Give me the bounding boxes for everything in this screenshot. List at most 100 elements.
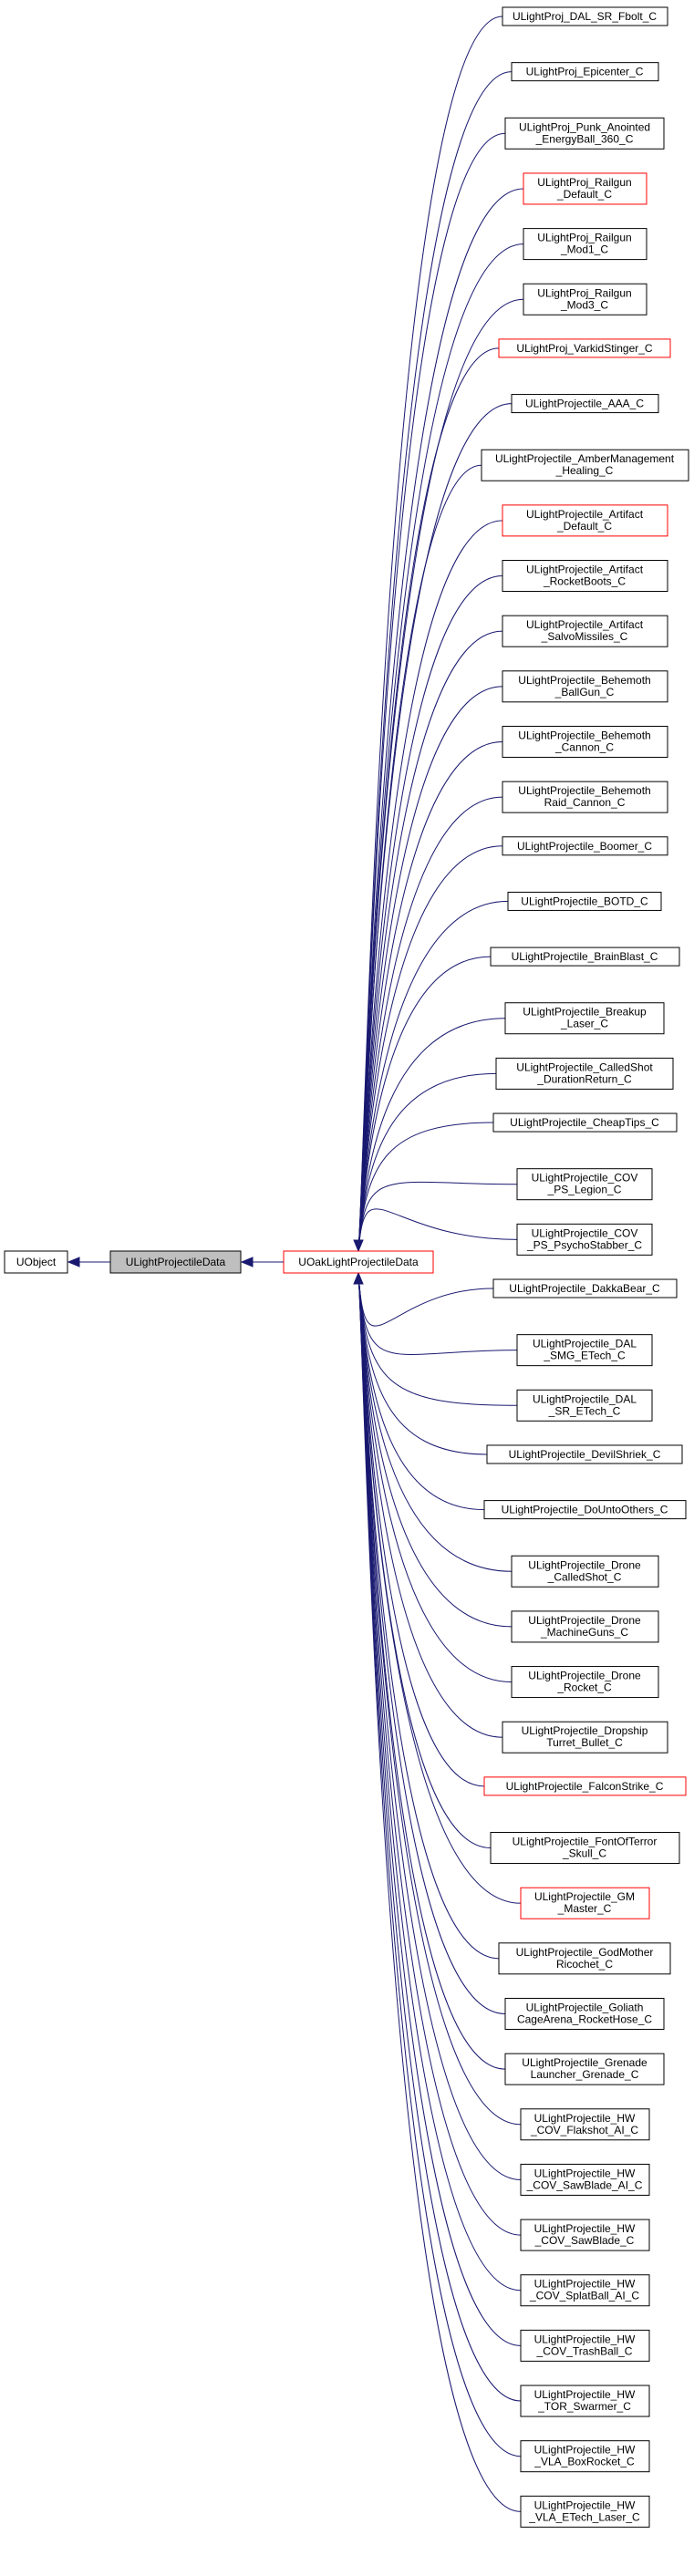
derived-class-label: ULightProjectile_DevilShriek_C [509, 1448, 661, 1461]
derived-class-label: ULightProjectile_CheapTips_C [510, 1116, 659, 1129]
inheritance-edge [357, 1208, 518, 1252]
derived-class-box [511, 394, 659, 414]
derived-class-label: _PS_PsychoStabber_C [526, 1238, 642, 1251]
derived-class-label: _COV_TrashBall_C [536, 2344, 633, 2357]
base-edges [67, 1257, 284, 1267]
node-uobject[interactable]: UObject [4, 1250, 68, 1274]
derived-class-box [504, 1997, 665, 2030]
derived-class-node[interactable]: ULightProj_Railgun_Mod1_C [523, 228, 647, 261]
derived-class-label: ULightProjectile_CalledShot [516, 1060, 653, 1073]
derived-class-box [502, 560, 668, 593]
derived-class-node[interactable]: ULightProjectile_HW_TOR_Swarmer_C [520, 2385, 650, 2417]
node-uobject-label: UObject [16, 1256, 57, 1268]
derived-class-node[interactable]: ULightProjectile_CalledShot_DurationRetu… [495, 1057, 674, 1090]
derived-class-node[interactable]: ULightProjectile_DAL_SMG_ETech_C [516, 1334, 653, 1367]
derived-class-box [498, 338, 671, 358]
derived-class-label: ULightProj_DAL_SR_Fbolt_C [513, 10, 657, 23]
derived-class-node[interactable]: ULightProjectile_AmberManagement_Healing… [481, 449, 689, 481]
derived-class-label: _DurationReturn_C [536, 1072, 632, 1085]
derived-class-label: ULightProjectile_Behemoth [518, 784, 650, 797]
derived-class-node[interactable]: ULightProjectile_CheapTips_C [492, 1112, 678, 1133]
arrowhead-root [67, 1257, 80, 1267]
inheritance-edge [357, 1272, 522, 2180]
derived-class-label: ULightProjectile_Dropship [522, 1724, 648, 1737]
derived-class-node[interactable]: ULightProj_Railgun_Default_C [523, 172, 647, 205]
derived-class-node[interactable]: ULightProjectile_DakkaBear_C [492, 1278, 678, 1298]
derived-class-label: ULightProj_VarkidStinger_C [516, 342, 653, 355]
derived-class-node[interactable]: ULightProjectile_COV_PS_Legion_C [516, 1168, 653, 1201]
derived-class-label: CageArena_RocketHose_C [517, 2012, 652, 2025]
derived-class-node[interactable]: ULightProjectile_GM_Master_C [520, 1887, 650, 1919]
derived-class-node[interactable]: ULightProjectile_COV_PS_PsychoStabber_C [516, 1223, 653, 1256]
derived-class-box [502, 725, 668, 758]
derived-class-node[interactable]: ULightProjectile_FalconStrike_C [483, 1776, 687, 1796]
derived-class-label: ULightProjectile_DakkaBear_C [509, 1282, 660, 1295]
derived-class-label: _Default_C [556, 520, 612, 533]
derived-class-node[interactable]: ULightProjectile_HW_COV_SawBlade_C [520, 2219, 650, 2251]
derived-class-node[interactable]: ULightProjectile_BrainBlast_C [490, 947, 680, 967]
derived-class-node[interactable]: ULightProjectile_Drone_CalledShot_C [511, 1555, 659, 1588]
derived-class-label: ULightProjectile_COV [532, 1226, 638, 1239]
derived-class-box [502, 836, 668, 856]
derived-class-node[interactable]: ULightProjectile_Breakup_Laser_C [504, 1002, 665, 1035]
derived-class-label: _RocketBoots_C [543, 575, 626, 588]
derived-class-box [502, 670, 668, 703]
derived-class-node[interactable]: ULightProjectile_HW_COV_SawBlade_AI_C [520, 2163, 650, 2196]
derived-class-node[interactable]: ULightProjectile_Artifact_SalvoMissiles_… [502, 615, 668, 647]
inheritance-edge [357, 1272, 522, 2512]
derived-class-node[interactable]: ULightProj_Epicenter_C [511, 62, 659, 82]
derived-class-node[interactable]: ULightProjectile_DevilShriek_C [486, 1444, 683, 1464]
derived-class-node[interactable]: ULightProj_DAL_SR_Fbolt_C [502, 6, 668, 26]
derived-class-node[interactable]: ULightProjectile_HW_COV_SplatBall_AI_C [520, 2274, 650, 2307]
derived-class-node[interactable]: ULightProjectile_Artifact_RocketBoots_C [502, 560, 668, 593]
derived-class-node[interactable]: ULightProjectile_DoUntoOthers_C [483, 1500, 687, 1520]
derived-class-label: _SR_ETech_C [548, 1404, 621, 1417]
inheritance-edge [357, 1272, 513, 1683]
derived-class-node[interactable]: ULightProjectile_DAL_SR_ETech_C [516, 1389, 653, 1422]
derived-class-box [516, 1389, 653, 1422]
derived-class-label: ULightProjectile_DoUntoOthers_C [502, 1504, 668, 1516]
derived-class-label: ULightProjectile_FalconStrike_C [506, 1780, 664, 1793]
derived-class-node[interactable]: ULightProj_VarkidStinger_C [498, 338, 671, 358]
derived-class-label: ULightProjectile_HW [534, 2222, 636, 2235]
derived-class-node[interactable]: ULightProjectile_Artifact_Default_C [502, 504, 668, 537]
derived-class-node[interactable]: ULightProjectile_GrenadeLauncher_Grenade… [504, 2053, 665, 2085]
node-ulightprojectiledata[interactable]: ULightProjectileData [109, 1250, 242, 1274]
inheritance-edges [353, 16, 524, 2512]
derived-class-label: ULightProjectile_Artifact [526, 564, 644, 576]
derived-class-node[interactable]: ULightProj_Punk_Anointed_EnergyBall_360_… [504, 117, 665, 150]
derived-class-node[interactable]: ULightProjectile_Behemoth_Cannon_C [502, 725, 668, 758]
derived-class-box [504, 117, 665, 150]
derived-class-label: ULightProjectile_AAA_C [525, 398, 644, 410]
derived-class-box [520, 1887, 650, 1919]
derived-class-node[interactable]: ULightProjectile_HW_COV_TrashBall_C [520, 2329, 650, 2362]
derived-class-box [490, 947, 680, 967]
arrowhead-base [240, 1257, 254, 1267]
derived-class-label: Launcher_Grenade_C [531, 2068, 639, 2081]
derived-class-node[interactable]: ULightProjectile_Behemoth_BallGun_C [502, 670, 668, 703]
derived-class-node[interactable]: ULightProjectile_HW_COV_Flakshot_AI_C [520, 2108, 650, 2141]
derived-class-label: ULightProjectile_DAL [533, 1338, 637, 1350]
derived-class-node[interactable]: ULightProjectile_GoliathCageArena_Rocket… [504, 1997, 665, 2030]
derived-class-label: ULightProjectile_Breakup [523, 1006, 647, 1019]
derived-class-node[interactable]: ULightProjectile_Drone_Rocket_C [511, 1666, 659, 1699]
node-uoaklightprojectiledata[interactable]: UOakLightProjectileData [283, 1250, 434, 1274]
derived-class-box [486, 1444, 683, 1464]
inheritance-edge [357, 1272, 513, 1572]
derived-class-label: _Master_C [557, 1902, 612, 1915]
derived-class-node[interactable]: ULightProjectile_HW_VLA_ETech_Laser_C [520, 2495, 650, 2528]
derived-class-node[interactable]: ULightProjectile_FontOfTerror_Skull_C [490, 1832, 680, 1865]
derived-class-node[interactable]: ULightProjectile_AAA_C [511, 394, 659, 414]
inheritance-edge [357, 1122, 494, 1252]
derived-class-node[interactable]: ULightProjectile_Boomer_C [502, 836, 668, 856]
derived-class-node[interactable]: ULightProjectile_BOTD_C [507, 891, 662, 911]
derived-class-node[interactable]: ULightProjectile_Drone_MachineGuns_C [511, 1610, 659, 1643]
derived-class-box [492, 1112, 678, 1133]
node-uoaklightprojectiledata-label: UOakLightProjectileData [298, 1256, 419, 1268]
derived-class-node[interactable]: ULightProjectile_HW_VLA_BoxRocket_C [520, 2440, 650, 2473]
derived-class-node[interactable]: ULightProj_Railgun_Mod3_C [523, 283, 647, 316]
